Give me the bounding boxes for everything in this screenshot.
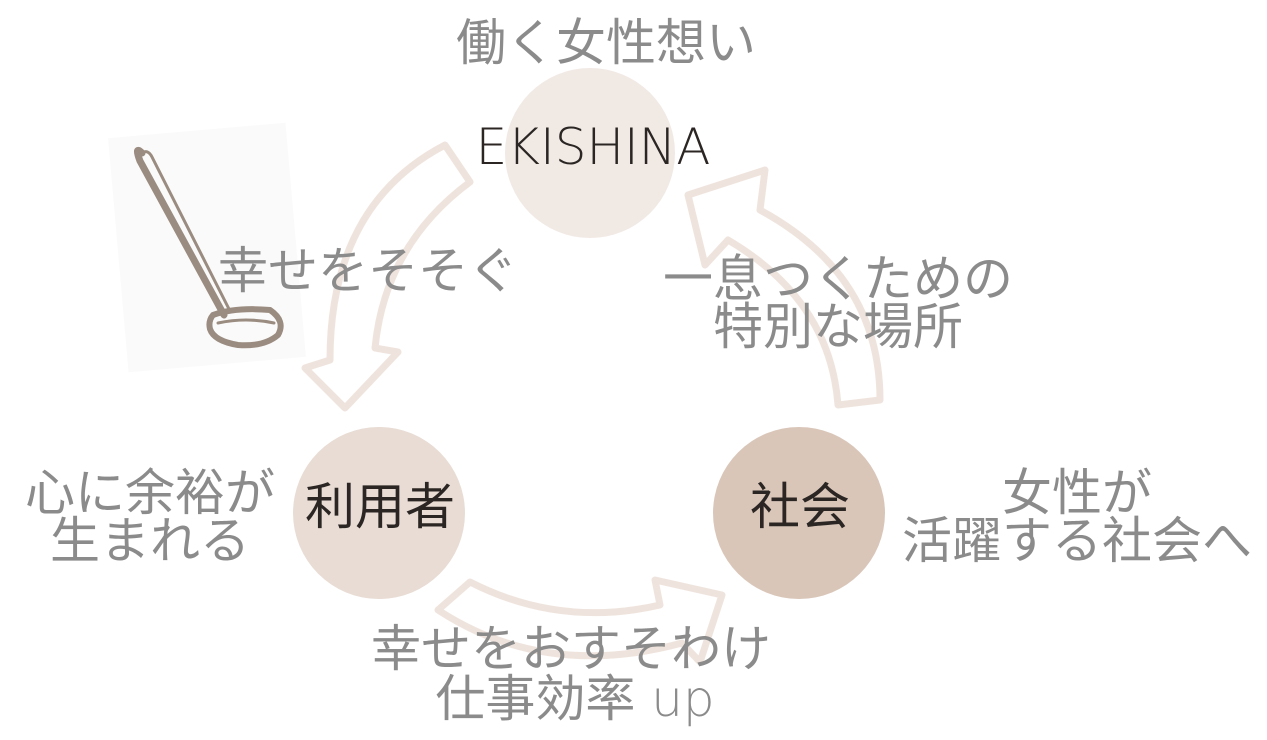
caption-user-line-2: 生まれる <box>50 512 250 570</box>
edge-label-right-to-top-line-2: 特別な場所 <box>713 298 963 356</box>
label-user: 利用者 <box>305 478 455 536</box>
ladle-icon <box>133 146 284 349</box>
arrow-right-to-top <box>684 166 884 409</box>
node-ekishina-circle <box>505 68 675 238</box>
caption-society-line-1: 女性が <box>1002 464 1152 522</box>
caption-user-line-1: 心に余裕が <box>25 464 275 522</box>
caption-society-line-2: 活躍する社会へ <box>902 512 1252 570</box>
edge-label-left-to-right-line-1: 幸せをおすそわけ <box>371 620 771 678</box>
caption-ekishina: 働く女性想い <box>456 14 756 72</box>
edge-label-right-to-top-line-1: 一息つくための <box>663 250 1013 308</box>
node-user-circle <box>293 427 465 599</box>
arrow-left-to-right <box>434 576 726 666</box>
node-society-circle <box>713 427 885 599</box>
edge-label-left-to-right-line-2: 仕事効率 up <box>435 670 715 728</box>
label-society: 社会 <box>750 478 850 536</box>
label-ekishina: EKISHINA <box>475 118 711 176</box>
arrow-top-to-left <box>301 141 474 412</box>
edge-label-top-to-left: 幸せをそそぐ <box>218 242 518 300</box>
